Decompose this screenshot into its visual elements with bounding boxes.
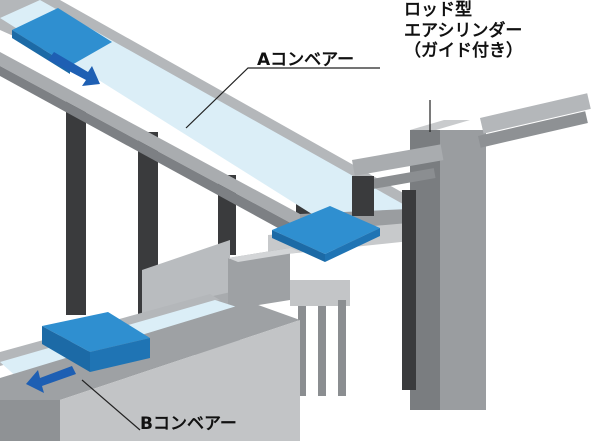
leader-lines [81, 67, 431, 431]
arrow-right-down-icon [48, 52, 100, 86]
arrow-left-down-icon [26, 366, 76, 393]
conveyor-b-label: Bコンベアー [140, 414, 237, 434]
air-cylinder-label: ロッド型 エアシリンダー （ガイド付き） [404, 0, 523, 62]
cylinder-label-line-2: エアシリンダー [404, 20, 523, 41]
cylinder-label-line-1: ロッド型 [404, 0, 472, 20]
box-middle [272, 206, 380, 262]
box-bottom-stack [42, 312, 150, 372]
air-cylinder [352, 93, 591, 410]
conveyor-a-label: Aコンベアー [257, 50, 355, 70]
cylinder-label-line-3: （ガイド付き） [404, 41, 523, 62]
